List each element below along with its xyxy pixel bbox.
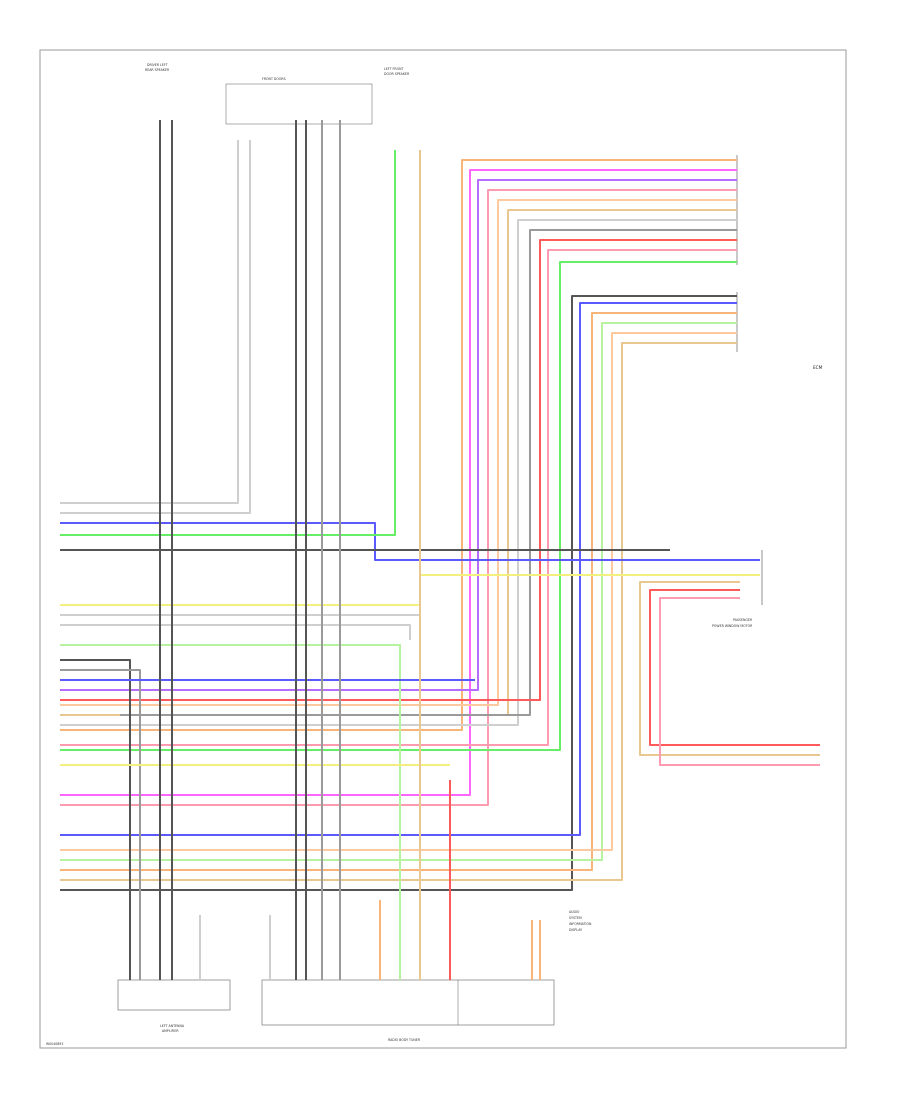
ecm-connector: ECM (736, 155, 823, 370)
wire-up-lightgray2 (60, 140, 251, 514)
svg-text:INFORMATION: INFORMATION (569, 922, 592, 926)
wire-ecm2-peach (60, 332, 737, 851)
left-antenna-label: LEFT ANTENNA (160, 1024, 185, 1028)
wire-mid-black (60, 659, 131, 980)
wire-ecm-magenta (60, 169, 737, 796)
left-front-door-label: LEFT FRONT (384, 67, 403, 71)
wire-pw-red (649, 589, 820, 746)
wire-ecm2-orange (60, 312, 737, 871)
svg-text:AUDIO: AUDIO (569, 910, 580, 914)
left-front-door-label-group: LEFT FRONT DOOR SPEAKER (384, 67, 410, 76)
wire-ecm2-blue (60, 302, 737, 836)
driver-left-label: DRIVER LEFT (147, 63, 168, 67)
figure-code: W0040893 (46, 1042, 63, 1046)
wire-ecm-lightgray (60, 219, 737, 726)
wire-pw-tan (639, 581, 820, 756)
wire-ecm-peach (60, 199, 737, 706)
radio-body-tuner: RADIO BODY TUNER (261, 979, 555, 1042)
wire-ecm2-tan (60, 342, 737, 881)
wire-ecm-red (60, 239, 737, 701)
front-doors-box: FRONT DOORS (225, 77, 373, 125)
wire-up-blue (60, 522, 760, 561)
front-doors-label: FRONT DOORS (262, 77, 286, 81)
radio-body-tuner-label: RADIO BODY TUNER (388, 1038, 421, 1042)
svg-text:SYSTEM: SYSTEM (569, 916, 582, 920)
left-front-door-label-2: DOOR SPEAKER (384, 72, 410, 76)
wire-ecm2-black (60, 295, 737, 891)
ecm-label: ECM (813, 365, 823, 370)
diagram-frame (39, 49, 847, 1049)
wire-ecm-gray (120, 229, 737, 716)
wire-mid-gray (60, 669, 141, 980)
left-antenna-amplifier: LEFT ANTENNA AMPLIFIER (117, 979, 231, 1033)
passenger-window-label-2: POWER WINDOW MOTOR (712, 624, 753, 628)
wires-group (60, 120, 820, 980)
driver-left-label-2: REAR SPEAKER (145, 68, 170, 72)
wire-ecm-salmon (60, 249, 737, 746)
wire-ecm-orange (60, 159, 737, 731)
wire-ecm2-lightgreen (60, 322, 737, 861)
wire-ecm-pink (60, 189, 737, 806)
driver-left-label-group: DRIVER LEFT REAR SPEAKER (145, 63, 170, 72)
audio-system-note: AUDIO SYSTEM INFORMATION DISPLAY (569, 910, 592, 932)
wire-up-lightgray1 (60, 140, 239, 504)
left-antenna-label-2: AMPLIFIER (162, 1029, 179, 1033)
passenger-window-label: PASSENGER (733, 618, 753, 622)
svg-text:DISPLAY: DISPLAY (569, 928, 582, 932)
wire-ecm-green (60, 261, 737, 751)
wire-mid-lightgray (60, 624, 411, 640)
wire-ecm-tan (60, 209, 737, 716)
wire-mid-lightgreen (60, 644, 401, 980)
passenger-window-connector: PASSENGER POWER WINDOW MOTOR (712, 550, 763, 628)
wire-pw-pink (659, 597, 820, 766)
wire-ecm-violet (60, 179, 737, 691)
wire-up-green (60, 150, 396, 536)
